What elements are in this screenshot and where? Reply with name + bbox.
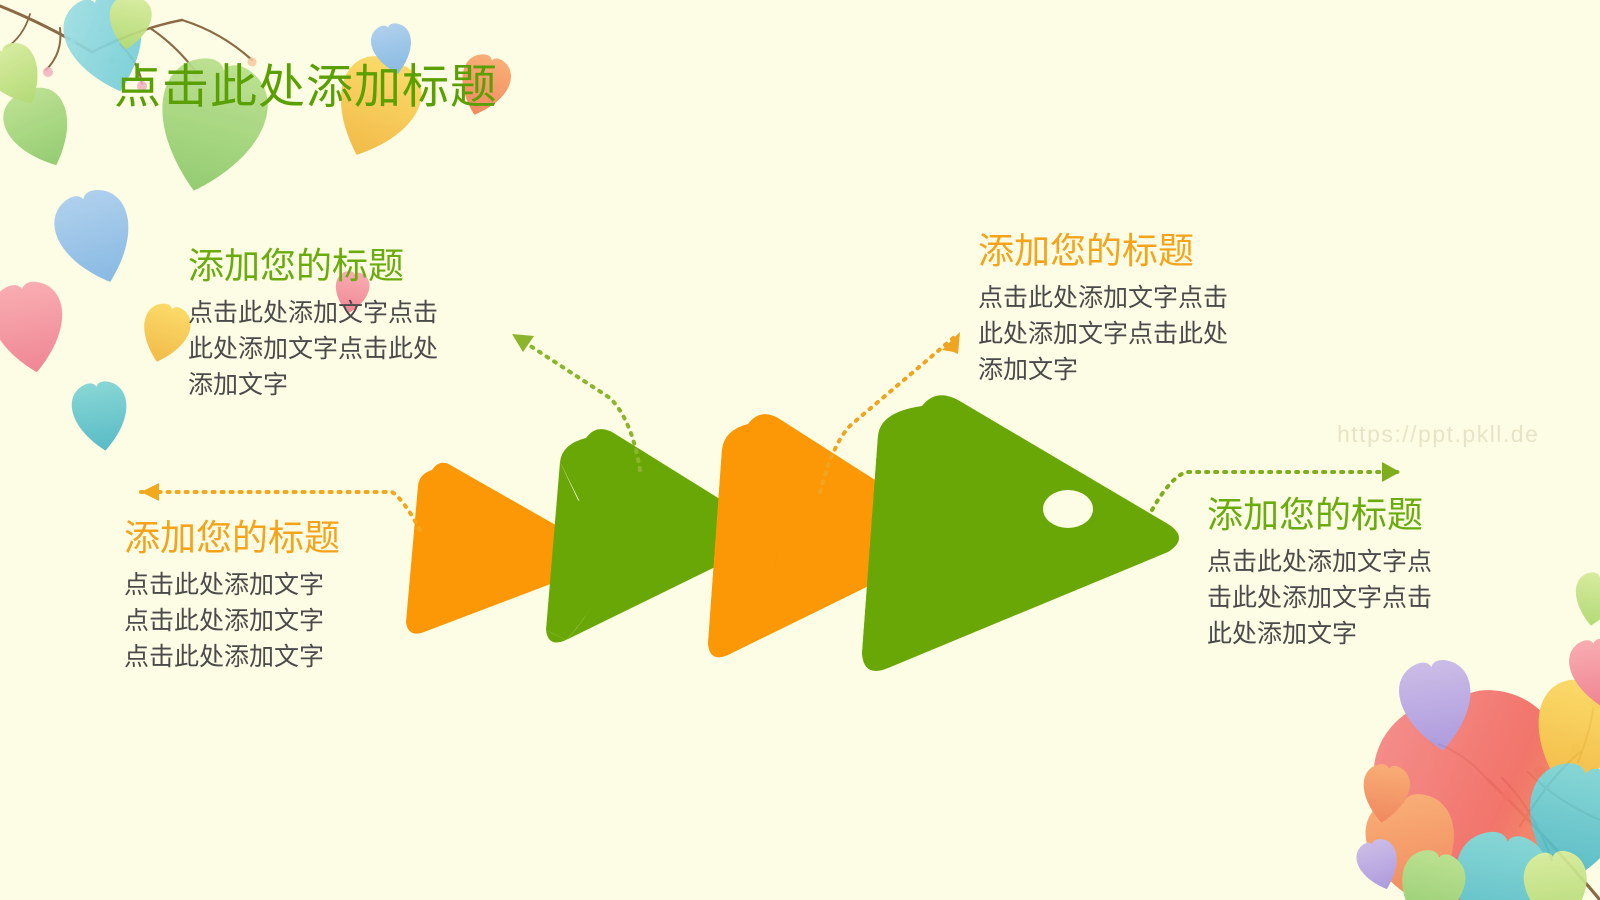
block-body-line: 点击此处添加文字 — [124, 607, 325, 635]
block-heading: 添加您的标题 — [1207, 494, 1424, 535]
chevron-1[interactable] — [406, 462, 603, 634]
connector-top-left — [510, 332, 642, 472]
text-block-bottom-left[interactable]: 添加您的标题 点击此处添加文字 点击此处添加文字 点击此处添加文字 — [124, 515, 340, 675]
text-block-top-left[interactable]: 添加您的标题 点击此处添加文字点击 此处添加文字点击此处 添加文字 — [188, 243, 438, 403]
block-body-line: 添加文字 — [188, 371, 289, 399]
chevron-2-notch — [546, 462, 609, 640]
block-heading: 添加您的标题 — [124, 517, 341, 558]
chevron-4-notch — [862, 436, 945, 668]
chevron-4[interactable] — [862, 395, 1179, 671]
block-body-line: 点击此处添加文字点 — [1207, 548, 1433, 576]
block-heading: 添加您的标题 — [978, 230, 1195, 271]
chevron-3[interactable] — [708, 414, 953, 658]
block-body-line: 此处添加文字点击此处 — [188, 335, 439, 363]
block-body: 点击此处添加文字 点击此处添加文字 点击此处添加文字 — [124, 567, 340, 675]
block-body-line: 点击此处添加文字 — [124, 571, 325, 599]
block-body: 点击此处添加文字点 击此处添加文字点击 此处添加文字 — [1207, 544, 1432, 652]
block-body-line: 击此处添加文字点击 — [1207, 584, 1433, 612]
connector-bottom-right — [1150, 462, 1402, 512]
watermark: https://ppt.pkll.de — [1337, 421, 1540, 447]
chevron-2[interactable] — [546, 429, 767, 643]
connector-top-right — [818, 332, 960, 494]
connector-bottom-left — [139, 483, 422, 532]
text-block-bottom-right[interactable]: 添加您的标题 点击此处添加文字点 击此处添加文字点击 此处添加文字 — [1207, 492, 1432, 652]
chevron-3-notch — [708, 450, 777, 654]
block-body-line: 点击此处添加文字点击 — [978, 284, 1229, 312]
block-body-line: 点击此处添加文字点击 — [188, 299, 439, 327]
block-body-line: 添加文字 — [978, 356, 1079, 384]
page-title: 点击此处添加标题 — [114, 60, 498, 113]
fish-eye — [1043, 490, 1093, 528]
block-body-line: 此处添加文字 — [1207, 620, 1358, 648]
block-body-line: 此处添加文字点击此处 — [978, 320, 1229, 348]
block-body: 点击此处添加文字点击 此处添加文字点击此处 添加文字 — [978, 280, 1228, 388]
block-body: 点击此处添加文字点击 此处添加文字点击此处 添加文字 — [188, 295, 438, 403]
block-body-line: 点击此处添加文字 — [124, 643, 325, 671]
text-block-top-right[interactable]: 添加您的标题 点击此处添加文字点击 此处添加文字点击此处 添加文字 — [978, 228, 1228, 388]
block-heading: 添加您的标题 — [188, 245, 405, 286]
